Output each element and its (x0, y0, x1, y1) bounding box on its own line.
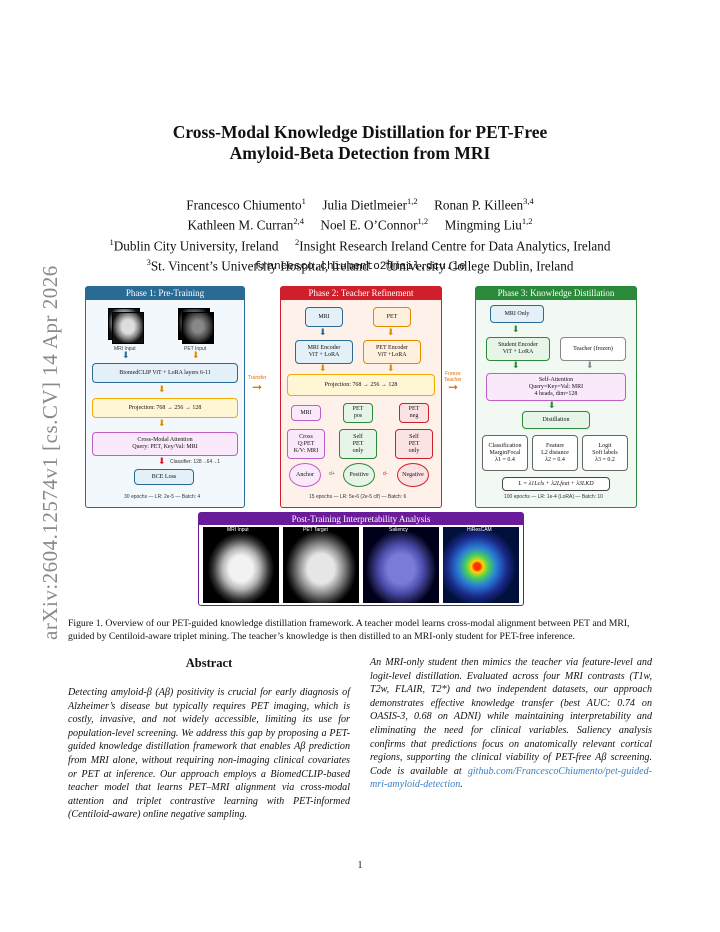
author-name: Julia Dietlmeier (322, 197, 407, 213)
code-link[interactable]: github.com/FrancescoChiumento/pet-guided… (370, 765, 652, 791)
phase2-panel: Phase 2: Teacher Refinement MRI PET ⬇ ⬇ … (280, 286, 442, 508)
arrow-down-icon: ⬇ (122, 350, 130, 360)
arrow-down-icon: ⬇ (158, 456, 166, 466)
teacher-frozen-box: Teacher (frozen) (560, 337, 626, 361)
affiliation: Insight Research Ireland Centre for Data… (299, 238, 611, 254)
distillation-box: Distillation (522, 411, 590, 429)
transfer-label: Transfer (248, 375, 267, 381)
arrow-down-icon: ⬇ (192, 350, 200, 360)
post-label: Saliency (389, 527, 408, 533)
arrow-down-icon: ⬇ (319, 327, 327, 337)
abstract-left-column: Detecting amyloid-β (Aβ) positivity is c… (68, 687, 350, 821)
backbone-box: BiomedCLIP ViT + LoRA layers 6-11 (92, 363, 238, 383)
d-plus-label: d+ (329, 471, 335, 477)
cross-attention-box: Cross-Modal Attention Query: PET, Key/Va… (92, 432, 238, 456)
pet-target-panel (283, 527, 359, 603)
total-loss-box: L = λ1Lcls + λ2Lfeat + λ3LKD (502, 477, 610, 491)
arrow-down-icon: ⬇ (158, 418, 166, 428)
arrow-down-icon: ⬇ (512, 360, 520, 370)
author-name: Noel E. O’Connor (320, 217, 418, 233)
paper-title: Cross-Modal Knowledge Distillation for P… (172, 122, 548, 163)
author-name: Kathleen M. Curran (187, 217, 294, 233)
arrow-down-icon: ⬇ (387, 327, 395, 337)
post-label: MRI Input (227, 527, 249, 533)
affiliation: St. Vincent’s University Hospital, Irela… (150, 258, 369, 274)
pet-input-image (182, 312, 214, 344)
classifier-label: Classifier: 128→64→1 (170, 459, 221, 465)
hirescam-panel (443, 527, 519, 603)
arrow-down-icon: ⬇ (387, 363, 395, 373)
arrow-down-icon: ⬇ (586, 360, 594, 370)
projection-box: Projection: 768 → 256 → 128 (287, 374, 435, 396)
author-block: Francesco Chiumento1 Julia Dietlmeier1,2… (109, 196, 611, 274)
mri-node: MRI (305, 307, 343, 327)
phase2-footer: 15 epochs — LR: 5e-6 (2e-5 clf) — Batch:… (309, 494, 407, 500)
phase1-footer: 30 epochs — LR: 2e-5 — Batch: 4 (124, 494, 201, 500)
mri-input-panel (203, 527, 279, 603)
mri-only-node: MRI Only (490, 305, 544, 323)
arrow-right-icon: ➞ (252, 380, 263, 394)
phase3-footer: 100 epochs — LR: 1e-4 (LoRA) — Batch: 10 (504, 494, 603, 500)
arrow-down-icon: ⬇ (512, 324, 520, 334)
arrow-down-icon: ⬇ (548, 400, 556, 410)
author-name: Francesco Chiumento (186, 197, 302, 213)
saliency-panel (363, 527, 439, 603)
negative-node: Negative (397, 463, 429, 487)
figure-caption: Figure 1. Overview of our PET-guided kno… (68, 618, 630, 642)
pet-node: PET (373, 307, 411, 327)
contact-email[interactable]: francesco.chiumento2@mail.dcu.ie (254, 261, 466, 273)
arxiv-stamp: arXiv:2604.12574v1 [cs.CV] 14 Apr 2026 (38, 265, 62, 640)
author-name: Ronan P. Killeen (434, 197, 524, 213)
affiliation: University College Dublin, Ireland (389, 258, 574, 274)
mri-input-label: MRI Input (114, 346, 136, 352)
abstract-right-column: An MRI-only student then mimics the teac… (370, 657, 652, 791)
abstract-heading: Abstract (185, 656, 233, 670)
author-name: Mingming Liu (444, 217, 522, 233)
arrow-down-icon: ⬇ (319, 363, 327, 373)
mri-input-image (112, 312, 144, 344)
affiliation: Dublin City University, Ireland (113, 238, 279, 254)
post-label: HiResCAM (467, 527, 492, 533)
phase3-title: Phase 3: Knowledge Distillation (476, 287, 636, 300)
anchor-node: Anchor (289, 463, 321, 487)
page-number: 1 (357, 860, 363, 871)
d-minus-label: d- (383, 471, 388, 477)
post-training-title: Post-Training Interpretability Analysis (199, 513, 523, 525)
post-training-panel: Post-Training Interpretability Analysis … (198, 512, 524, 606)
arrow-down-icon: ⬇ (158, 384, 166, 394)
framework-figure: Phase 1: Pre-Training MRI Input PET Inpu… (68, 285, 652, 607)
phase1-panel: Phase 1: Pre-Training MRI Input PET Inpu… (85, 286, 245, 508)
bce-loss-box: BCE Loss (134, 469, 194, 485)
phase2-title: Phase 2: Teacher Refinement (281, 287, 441, 300)
branch-mri: MRI (291, 405, 321, 421)
phase3-panel: Phase 3: Knowledge Distillation MRI Only… (475, 286, 637, 508)
phase1-title: Phase 1: Pre-Training (86, 287, 244, 300)
positive-node: Positive (343, 463, 375, 487)
arrow-right-icon: ➞ (448, 380, 459, 394)
projection-box: Projection: 768 → 256 → 128 (92, 398, 238, 418)
pet-input-label: PET Input (184, 346, 207, 352)
post-label: PET Target (303, 527, 328, 533)
